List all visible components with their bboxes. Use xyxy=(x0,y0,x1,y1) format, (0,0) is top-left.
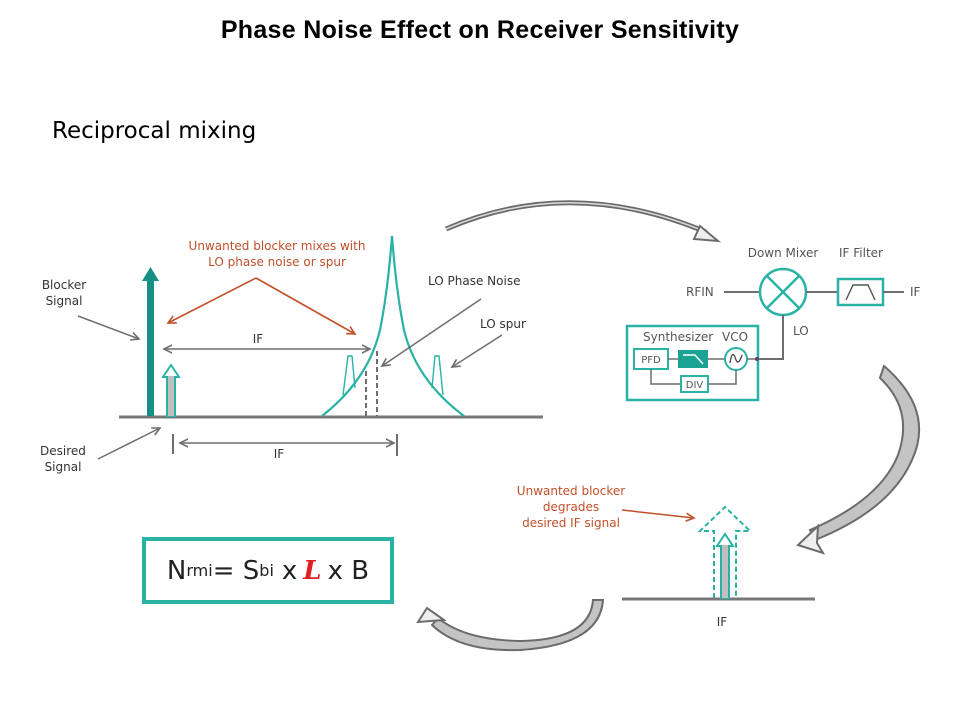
desired-label-line1: Desired xyxy=(40,444,86,458)
pfd-label: PFD xyxy=(641,355,661,366)
lo-phase-noise-curve xyxy=(321,235,465,417)
lo-wire xyxy=(757,315,784,360)
blocker-outline-dashed xyxy=(697,505,753,598)
lo-spur-right xyxy=(431,355,444,396)
flow-arrow-top xyxy=(445,200,722,243)
degrade-annotation-line3: desired IF signal xyxy=(522,516,620,530)
synthesizer-block: Synthesizer VCO PFD DIV xyxy=(625,324,760,402)
degrade-annotation-line2: degrades xyxy=(543,500,599,514)
loop-filter-block xyxy=(678,350,708,368)
if-lower-label: IF xyxy=(274,447,285,461)
receiver-block-diagram: Down Mixer IF Filter RFIN IF LO Synthesi… xyxy=(625,246,921,402)
formula-phase-noise-L: L xyxy=(303,555,322,586)
rfin-label: RFIN xyxy=(686,285,714,299)
vco-symbol xyxy=(724,347,748,371)
slide-title: Phase Noise Effect on Receiver Sensitivi… xyxy=(220,16,740,44)
if-out-label: IF xyxy=(910,285,921,299)
vco-label: VCO xyxy=(722,330,748,344)
degrade-annotation-line1: Unwanted blocker xyxy=(517,484,625,498)
lo-phase-noise-pointer xyxy=(382,298,482,366)
lo-label: LO xyxy=(793,324,809,338)
flow-arrow-bottom xyxy=(416,599,605,652)
formula-N-subscript: rm xyxy=(186,561,209,580)
vco-output-node xyxy=(755,357,759,361)
lo-spur-left xyxy=(342,355,356,396)
if-filter-label: IF Filter xyxy=(839,246,883,260)
if-upper-label: IF xyxy=(253,332,264,346)
formula-equals-S: = S xyxy=(212,555,260,586)
spectrum-plot: Unwanted blocker mixes with LO phase noi… xyxy=(40,235,543,474)
down-mixer-label: Down Mixer xyxy=(748,246,819,260)
if-axis-label: IF xyxy=(717,615,728,629)
formula-N-superscript: i xyxy=(208,561,213,580)
formula-N: N xyxy=(166,555,187,586)
lo-phase-noise-label: LO Phase Noise xyxy=(428,274,520,288)
lo-spur-pointer xyxy=(452,334,503,367)
synthesizer-label: Synthesizer xyxy=(643,330,713,344)
div-label: DIV xyxy=(686,380,704,391)
mix-annotation-line2: LO phase noise or spur xyxy=(208,255,346,269)
mix-arrow-right xyxy=(255,277,355,334)
formula-times-B: x B xyxy=(327,555,370,586)
slide-subtitle: Reciprocal mixing xyxy=(52,118,257,144)
mix-arrow-left xyxy=(168,277,257,323)
mix-annotation-line1: Unwanted blocker mixes with xyxy=(189,239,366,253)
if-filter-symbol xyxy=(836,277,885,307)
degrade-arrow xyxy=(621,509,694,518)
blocker-signal-arrow xyxy=(142,267,159,416)
formula-times-1: x xyxy=(281,555,298,586)
desired-label-line2: Signal xyxy=(45,460,82,474)
flow-arrow-right xyxy=(796,364,921,555)
formula-S-subscript: bi xyxy=(259,561,274,580)
desired-if-arrow xyxy=(715,532,735,599)
blocker-pointer-arrow xyxy=(77,315,139,339)
down-mixer-symbol xyxy=(758,267,808,317)
desired-signal-arrow xyxy=(161,363,181,417)
desired-pointer-arrow xyxy=(97,428,160,460)
if-output-plot: Unwanted blocker degrades desired IF sig… xyxy=(517,484,815,629)
blocker-label-line1: Blocker xyxy=(42,278,86,292)
lo-spur-label: LO spur xyxy=(480,317,526,331)
blocker-label-line2: Signal xyxy=(46,294,83,308)
